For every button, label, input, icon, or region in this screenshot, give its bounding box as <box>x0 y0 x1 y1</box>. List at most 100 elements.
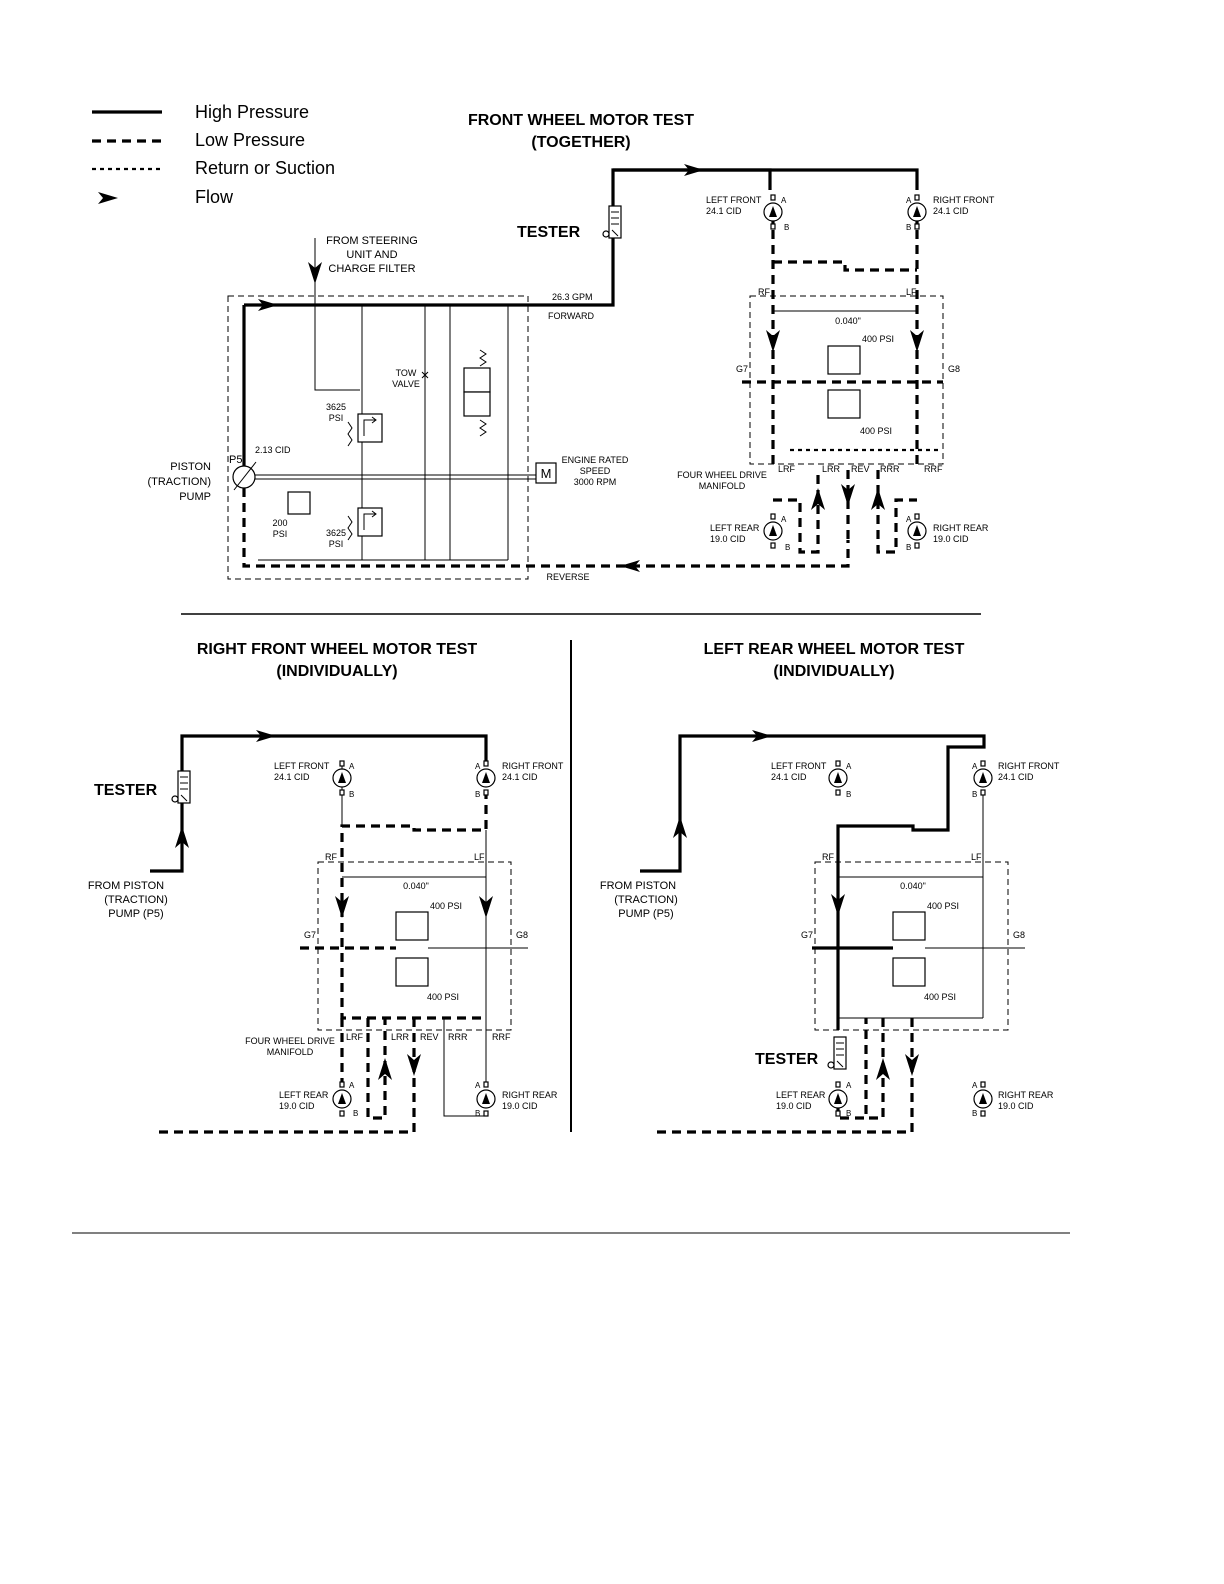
charge-relief-psi: 200 <box>272 518 287 528</box>
right-front-label: RIGHT FRONT <box>933 195 995 205</box>
right-rear-cid: 19.0 CID <box>933 534 969 544</box>
bl-from-2: (TRACTION) <box>104 894 168 906</box>
manifold-rf-label: RF <box>758 287 770 297</box>
br-rear-lines <box>652 1018 914 1134</box>
port-a-label: A <box>972 762 978 771</box>
pump-cid-label: 2.13 CID <box>255 445 291 455</box>
right-front-test-diagram: RIGHT FRONT WHEEL MOTOR TEST (INDIVIDUAL… <box>88 641 564 1134</box>
flow-arrow-icon <box>905 1054 919 1076</box>
left-front-cid: 24.1 CID <box>706 206 742 216</box>
flushing-valve-icon <box>463 391 491 417</box>
engine-label-2: SPEED <box>580 466 611 476</box>
flow-arrow-icon <box>876 1058 890 1080</box>
port-a-label: A <box>972 1081 978 1090</box>
reverse-low-pressure-line <box>242 488 850 568</box>
br-high-pressure-line <box>640 734 986 1030</box>
br-g7-label: G7 <box>801 930 813 940</box>
left-rear-label: LEFT REAR <box>710 523 760 533</box>
port-b-label: B <box>846 790 851 799</box>
forward-line-right-front <box>613 168 919 190</box>
br-title-line2: (INDIVIDUALLY) <box>773 663 894 680</box>
top-title-line2: (TOGETHER) <box>531 134 630 151</box>
relief-upper-psi-word: PSI <box>329 413 344 423</box>
port-a-label: A <box>846 762 852 771</box>
bl-right-front-cid: 24.1 CID <box>502 772 538 782</box>
br-right-rear-cid: 19.0 CID <box>998 1101 1034 1111</box>
rev-label: REV <box>851 464 870 474</box>
port-a-label: A <box>906 515 912 524</box>
steering-label-3: CHARGE FILTER <box>328 263 415 275</box>
engine-motor-letter: M <box>541 466 552 481</box>
bl-from-1: FROM PISTON <box>88 880 164 892</box>
manifold-relief-valve-icon <box>827 389 861 419</box>
bl-psi-lower: 400 PSI <box>427 992 459 1002</box>
br-left-front-cid: 24.1 CID <box>771 772 807 782</box>
port-b-label: B <box>972 790 977 799</box>
manifold-name-2: MANIFOLD <box>699 481 746 491</box>
bl-relief-valve-icon <box>395 957 429 987</box>
bl-lrr-label: LRR <box>391 1032 410 1042</box>
tester-icon <box>171 770 191 804</box>
port-b-label: B <box>475 790 480 799</box>
bl-right-front-label: RIGHT FRONT <box>502 761 564 771</box>
br-from-1: FROM PISTON <box>600 880 676 892</box>
port-a-label: A <box>781 196 787 205</box>
br-title-line1: LEFT REAR WHEEL MOTOR TEST <box>704 641 965 658</box>
bl-rear-thin <box>443 1018 486 1117</box>
bl-left-front-label: LEFT FRONT <box>274 761 330 771</box>
pump-label-2: (TRACTION) <box>147 476 211 488</box>
left-rear-motor-icon <box>763 513 783 549</box>
orifice-label: 0.040" <box>835 316 861 326</box>
left-front-label: LEFT FRONT <box>706 195 762 205</box>
charge-relief-icon <box>287 491 311 515</box>
manifold-supply-lines <box>771 215 919 470</box>
left-front-motor-icon <box>763 194 783 230</box>
bl-lrf-label: LRF <box>346 1032 364 1042</box>
right-front-cid: 24.1 CID <box>933 206 969 216</box>
bl-manifold-name-1: FOUR WHEEL DRIVE <box>245 1036 335 1046</box>
bl-title-line2: (INDIVIDUALLY) <box>276 663 397 680</box>
bl-from-3: PUMP (P5) <box>108 908 163 920</box>
g7-label: G7 <box>736 364 748 374</box>
reverse-label: REVERSE <box>546 572 589 582</box>
port-b-label: B <box>972 1109 977 1118</box>
manifold-name-1: FOUR WHEEL DRIVE <box>677 470 767 480</box>
bl-left-front-cid: 24.1 CID <box>274 772 310 782</box>
port-a-label: A <box>349 1081 355 1090</box>
flushing-valve-icon <box>463 367 491 393</box>
tester-icon <box>602 205 622 239</box>
br-right-front-label: RIGHT FRONT <box>998 761 1060 771</box>
port-b-label: B <box>906 223 911 232</box>
bl-rrr-label: RRR <box>448 1032 468 1042</box>
bl-title-line1: RIGHT FRONT WHEEL MOTOR TEST <box>197 641 478 658</box>
pump-label-1: PISTON <box>170 461 211 473</box>
right-rear-label: RIGHT REAR <box>933 523 989 533</box>
pump-label-3: PUMP <box>179 491 211 503</box>
engine-label-1: ENGINE RATED <box>562 455 629 465</box>
legend-flow-label: Flow <box>195 187 234 207</box>
flow-arrow-icon <box>407 1054 421 1076</box>
bl-rev-label: REV <box>420 1032 439 1042</box>
br-right-front-cid: 24.1 CID <box>998 772 1034 782</box>
bl-rf-label: RF <box>325 852 337 862</box>
legend-return-label: Return or Suction <box>195 158 335 178</box>
lrf-label: LRF <box>778 464 796 474</box>
internal-circuit-lines <box>258 305 509 561</box>
left-rear-cid: 19.0 CID <box>710 534 746 544</box>
top-diagram: FRONT WHEEL MOTOR TEST (TOGETHER) TESTER… <box>147 112 994 582</box>
br-orifice-label: 0.040" <box>900 881 926 891</box>
gpm-label: 26.3 GPM <box>552 292 593 302</box>
bl-manifold-name-2: MANIFOLD <box>267 1047 314 1057</box>
rrf-label: RRF <box>924 464 943 474</box>
bl-high-pressure-line <box>150 734 488 873</box>
br-psi-upper: 400 PSI <box>927 901 959 911</box>
br-g8-label: G8 <box>1013 930 1025 940</box>
port-b-label: B <box>846 1109 851 1118</box>
pump-variable-arrow <box>233 461 257 491</box>
lrr-label: LRR <box>822 464 841 474</box>
left-rear-test-diagram: LEFT REAR WHEEL MOTOR TEST (INDIVIDUALLY… <box>600 641 1060 1134</box>
port-a-label: A <box>349 762 355 771</box>
br-from-3: PUMP (P5) <box>618 908 673 920</box>
bl-lf-label: LF <box>474 852 485 862</box>
